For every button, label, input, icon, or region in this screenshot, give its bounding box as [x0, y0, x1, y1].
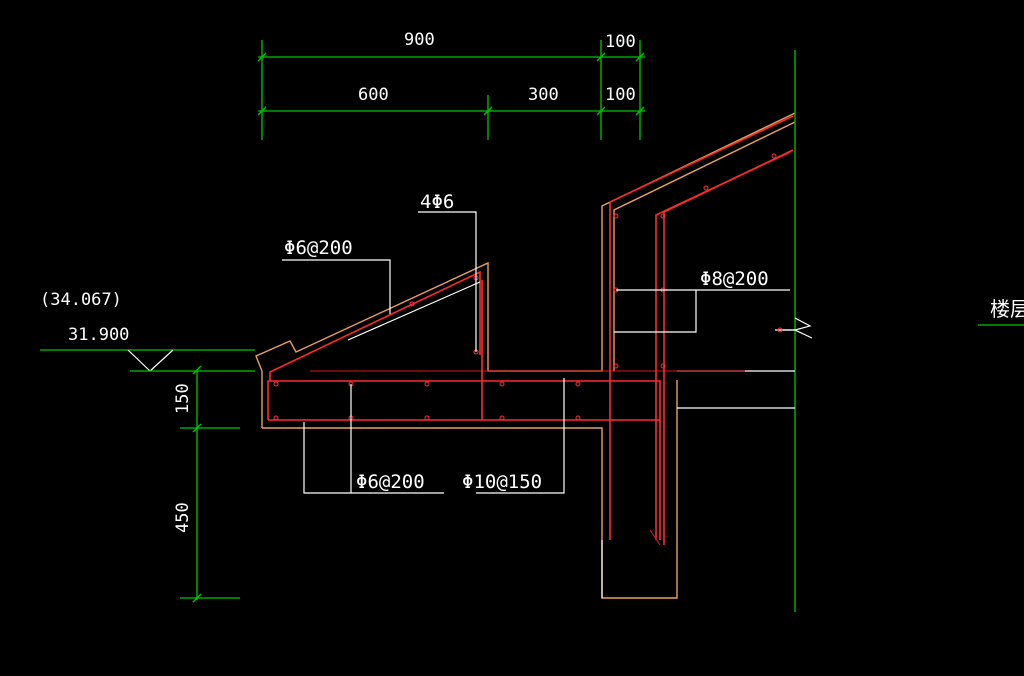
dim-450-label: 450	[173, 502, 193, 533]
dim-100-bottom-label: 100	[605, 85, 636, 105]
wall-lines	[601, 50, 1024, 612]
dim-150-label: 150	[173, 383, 193, 414]
rebar-group	[267, 115, 794, 546]
label-top-bars: 4Φ6	[420, 191, 454, 213]
concrete-outline	[255, 112, 796, 599]
label-wall-bars: Φ8@200	[700, 268, 769, 290]
dim-600-label: 600	[358, 85, 389, 105]
dim-900-label: 900	[404, 30, 435, 50]
vertical-dimension-group: 150 450	[173, 365, 240, 603]
side-floor-label: 楼层	[990, 297, 1024, 321]
elevation-reference: (34.067)	[40, 290, 122, 310]
label-bottom-main: Φ10@150	[462, 471, 542, 493]
dim-300-label: 300	[528, 85, 559, 105]
elevation-value: 31.900	[68, 325, 129, 345]
top-dimension-group: 900 100 600 300 100	[257, 30, 645, 140]
elevation-mark: (34.067) 31.900	[40, 290, 255, 372]
leader-lines	[282, 211, 790, 494]
dim-100-top-label: 100	[605, 32, 636, 52]
label-slope-bars: Φ6@200	[284, 237, 353, 259]
label-bottom-dist: Φ6@200	[356, 471, 425, 493]
